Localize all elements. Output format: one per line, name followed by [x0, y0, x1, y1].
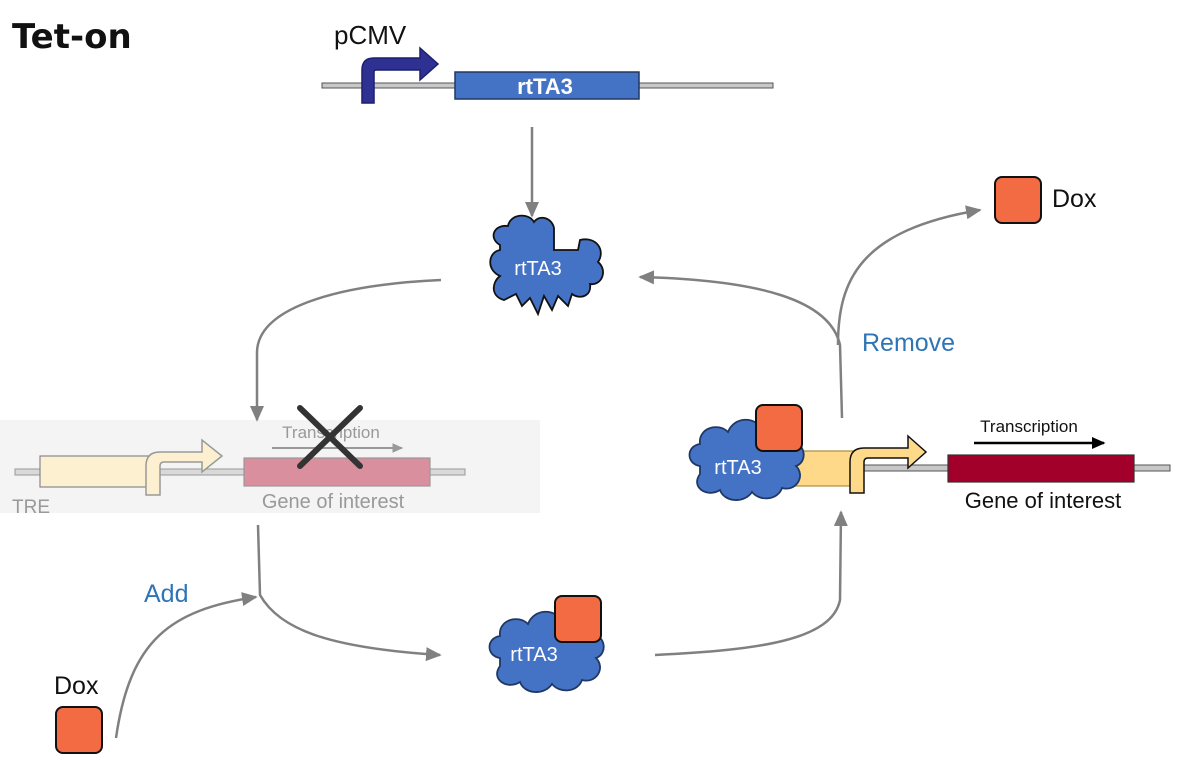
arrow-complex-to-active: [654, 510, 848, 657]
active-construct: rtTA3 Transcription Gene of interest: [688, 404, 1171, 513]
rtta3-protein-free: rtTA3: [489, 214, 604, 317]
tre-box: [39, 455, 153, 488]
pcmv-promoter-arrow-icon: [361, 46, 440, 104]
dna-line-left: [14, 468, 466, 476]
dox-label-top: Dox: [1052, 185, 1097, 213]
rtta3-gene-box: [454, 71, 640, 100]
dox-molecule-bottom: [55, 706, 103, 754]
transcription-active-label: Transcription: [980, 417, 1078, 436]
rtta3-complex-label: rtTA3: [510, 644, 557, 666]
dox-label-bottom: Dox: [54, 672, 99, 700]
rtta3-dox-complex: rtTA3: [488, 595, 605, 693]
arrow-inactive-to-complex: [256, 524, 442, 662]
gene-of-interest-active-label: Gene of interest: [965, 488, 1122, 513]
arrow-dox-add: [114, 592, 258, 739]
rtta3-protein-label: rtTA3: [514, 258, 561, 280]
arrow-protein-to-inactive: [250, 278, 442, 422]
dox-molecule-bound-bottom: [554, 595, 602, 643]
gene-of-interest-inactive-label: Gene of interest: [262, 491, 405, 513]
blocked-x-icon: [297, 405, 363, 469]
rtta3-active-label: rtTA3: [714, 457, 761, 479]
gene-of-interest-inactive-box: [243, 457, 431, 487]
dox-molecule-top: [994, 176, 1042, 224]
tre-active-promoter-arrow-icon: [849, 434, 928, 494]
rtta3-gene-label: rtTA3: [517, 74, 573, 99]
pcmv-label: pCMV: [334, 20, 407, 50]
add-label: Add: [144, 580, 188, 608]
tre-label: TRE: [12, 497, 50, 518]
arrow-active-to-protein: [638, 270, 844, 419]
dox-molecule-bound-active: [755, 404, 803, 452]
arrow-dox-remove: [836, 205, 982, 346]
rtta3-expression-construct: pCMV rtTA3: [321, 20, 774, 104]
remove-label: Remove: [862, 329, 955, 357]
page-title: Tet-on: [12, 17, 132, 57]
tre-promoter-arrow-icon: [145, 438, 224, 496]
inactive-construct: TRE Gene of interest Transcription: [0, 405, 540, 518]
gene-of-interest-active-box: [947, 454, 1135, 483]
